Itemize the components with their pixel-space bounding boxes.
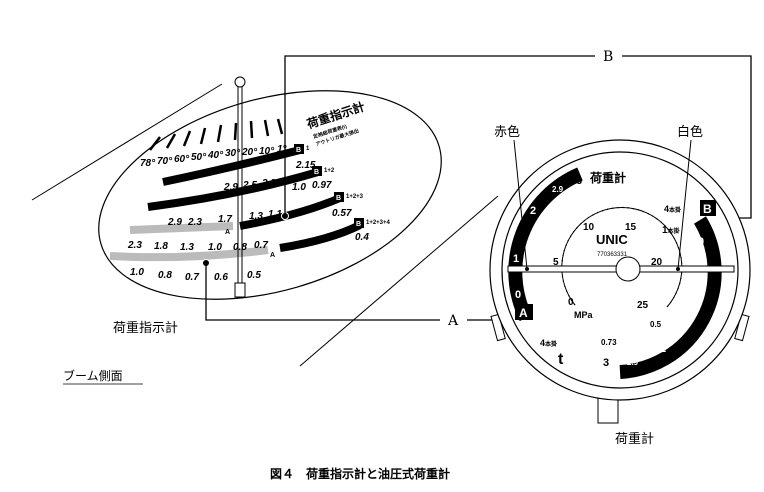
- connector-b-label: B: [603, 49, 613, 65]
- figure-caption: 図４ 荷重指示計と油圧式荷重計: [270, 466, 450, 481]
- left-scale-label: 2.9: [552, 185, 564, 194]
- left-ton-scale: [508, 167, 583, 322]
- load-value: 0.57: [332, 208, 352, 219]
- load-value: 0.7: [185, 272, 199, 283]
- left-scale-label: 2: [530, 205, 536, 217]
- right-ton-scale: [619, 216, 722, 379]
- right-scale-sub: 0.73: [601, 338, 617, 347]
- load-value: 0.5: [247, 270, 261, 281]
- load-value: 2.9: [167, 217, 182, 228]
- b-mark: B: [356, 221, 361, 228]
- angle-label: 40°: [207, 150, 224, 161]
- right-scale-label: 1: [698, 285, 704, 297]
- left-scale-max: 3: [576, 175, 582, 187]
- load-value: 2.3: [187, 217, 202, 228]
- red-leader-line: [513, 139, 528, 270]
- ton-unit: t: [558, 351, 564, 368]
- load-value: 0.4: [355, 232, 369, 243]
- angle-label: 30°: [225, 148, 241, 159]
- left-scale-label: 1: [513, 253, 519, 265]
- pressure-tick-label: 5: [553, 257, 559, 268]
- angle-label: 50°: [191, 152, 207, 163]
- right-scale-sub: 0.5: [650, 320, 662, 329]
- load-band-row-4: [279, 221, 362, 252]
- load-value: 2.3: [127, 240, 142, 251]
- angle-label: 1°: [277, 144, 288, 155]
- load-gauge: A B 0 1 2 2.9 0 1 2 2.9 3 荷重計 0.5 0.73 3…: [489, 139, 751, 424]
- load-value: 0.8: [158, 270, 172, 281]
- boom-config-label: 1: [306, 146, 310, 152]
- load-value: 1.1: [268, 209, 282, 220]
- b-mark: B: [336, 195, 341, 202]
- gauge-needle: [507, 256, 735, 282]
- white-leader-line: [677, 139, 692, 270]
- load-value: 1.3: [180, 242, 194, 253]
- boom-config-label: 1+2+3: [346, 194, 364, 200]
- load-value: 1.0: [208, 242, 222, 253]
- load-value: 1.0: [292, 182, 306, 193]
- load-band-row-3: [239, 194, 342, 230]
- boom-side-label: ブーム側面: [63, 368, 123, 383]
- angle-label: 78°: [140, 158, 156, 169]
- angle-label: 70°: [157, 156, 173, 167]
- load-band-row-2: [147, 168, 320, 211]
- boom-edge-line-top: [31, 83, 223, 201]
- load-value: 2.15: [295, 160, 316, 171]
- boom-config-label: 1+2+3+4: [366, 220, 391, 226]
- one-boom-label: 1本掛: [662, 225, 680, 236]
- right-scale-label: 2.9: [627, 358, 639, 367]
- angle-label: 60°: [174, 154, 190, 165]
- load-value: 1.8: [154, 241, 168, 252]
- angle-label: 20°: [241, 147, 258, 158]
- a-mark: A: [225, 229, 230, 236]
- pressure-tick-label: 10: [583, 222, 595, 233]
- b-mark: B: [314, 169, 319, 176]
- gauge-serial: 770363331: [597, 252, 628, 258]
- gauge-b-mark: B: [703, 202, 712, 216]
- white-label: 白色: [677, 124, 703, 140]
- pendulum-pointer[interactable]: [234, 76, 246, 298]
- left-scale-label: 0: [515, 289, 521, 301]
- a-mark: A: [270, 252, 275, 259]
- load-value: 0.7: [254, 240, 268, 251]
- connector-a-label: A: [447, 313, 459, 329]
- red-label: 赤色: [494, 124, 520, 140]
- four-boom-label: 4本掛: [540, 338, 557, 348]
- b-mark: B: [296, 147, 301, 154]
- pressure-tick-label: 25: [637, 300, 649, 311]
- pressure-tick-label: 0: [568, 297, 574, 308]
- angle-ticks: [149, 118, 284, 151]
- load-value: 0.8: [233, 242, 247, 253]
- load-band-row-3-gray: [129, 222, 234, 234]
- pressure-tick-label: 15: [625, 222, 637, 233]
- boom-config-label: 1+2: [324, 168, 335, 174]
- pressure-unit: MPa: [574, 310, 594, 320]
- load-indicator-label: 荷重指示計: [113, 320, 178, 336]
- load-value: 2.9: [223, 182, 238, 193]
- connector-line-a: [205, 263, 440, 321]
- angle-label: 10°: [259, 146, 275, 157]
- load-band-row-4-gray: [109, 246, 269, 262]
- gauge-brand: UNIC: [596, 232, 628, 247]
- gauge-a-mark: A: [519, 306, 528, 320]
- load-value: 2.3: [261, 178, 276, 189]
- right-scale-label: 2: [660, 343, 666, 355]
- load-value: 0.6: [214, 272, 228, 283]
- load-value: 1.7: [218, 214, 232, 225]
- connector-line-b: [284, 55, 595, 216]
- gauge-title: 荷重計: [589, 170, 626, 185]
- load-value: 1.3: [249, 211, 263, 222]
- right-scale-label: 0: [698, 236, 704, 248]
- load-gauge-label: 荷重計: [615, 431, 654, 447]
- load-value: 1.0: [130, 267, 144, 278]
- right-scale-max: 3: [603, 357, 609, 369]
- pressure-tick-label: 20: [651, 257, 663, 268]
- load-value: 2.5: [242, 180, 257, 191]
- boom-edge-line-bottom: [299, 195, 499, 367]
- load-value: 0.97: [312, 180, 332, 191]
- four-boom-label: 4本掛: [664, 204, 681, 214]
- load-indicator-plate: 78° 70° 60° 50° 40° 30° 20° 10° 1° 荷重指示計…: [98, 76, 442, 300]
